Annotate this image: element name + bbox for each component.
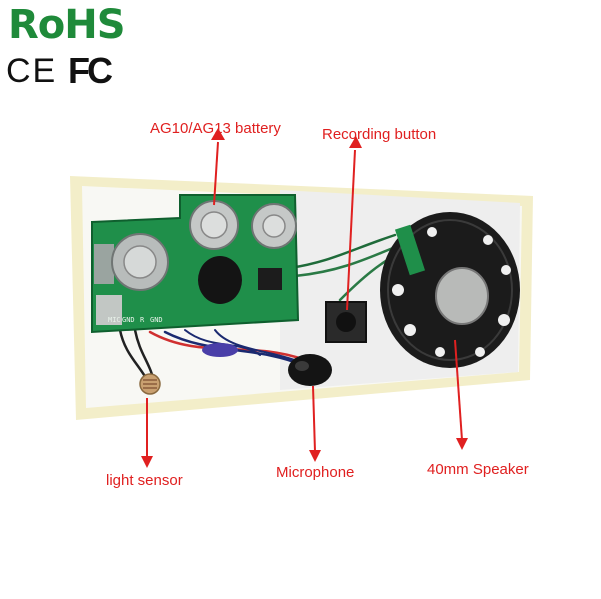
wires [118, 233, 407, 387]
pcb-silkscreen-text: R [140, 316, 145, 324]
pcb-board [91, 194, 300, 334]
recording-button-label: Recording button [322, 126, 437, 143]
ce-mark-logo: CE [6, 52, 58, 90]
pcb-silkscreen: MIC GND R GND [108, 316, 163, 324]
fcc-logo: FC [68, 50, 113, 91]
microphone-capsule [288, 354, 332, 386]
light-sensor-label: light sensor [106, 472, 183, 489]
chip [198, 256, 282, 304]
battery-label: AG10/AG13 battery [150, 120, 281, 137]
light-sensor-ldr [139, 373, 161, 395]
pcb-silkscreen-text: GND [122, 316, 135, 324]
battery-holders [111, 200, 297, 291]
pcb-silkscreen-text: MIC [108, 316, 121, 324]
rohs-logo: RoHS [8, 2, 126, 48]
pcb-silkscreen-text: GND [150, 316, 163, 324]
speaker [380, 212, 520, 368]
microphone-label: Microphone [276, 464, 355, 481]
speaker-label: 40mm Speaker [427, 461, 529, 478]
annotation-arrows [141, 128, 468, 468]
recording-push-button [325, 301, 367, 343]
